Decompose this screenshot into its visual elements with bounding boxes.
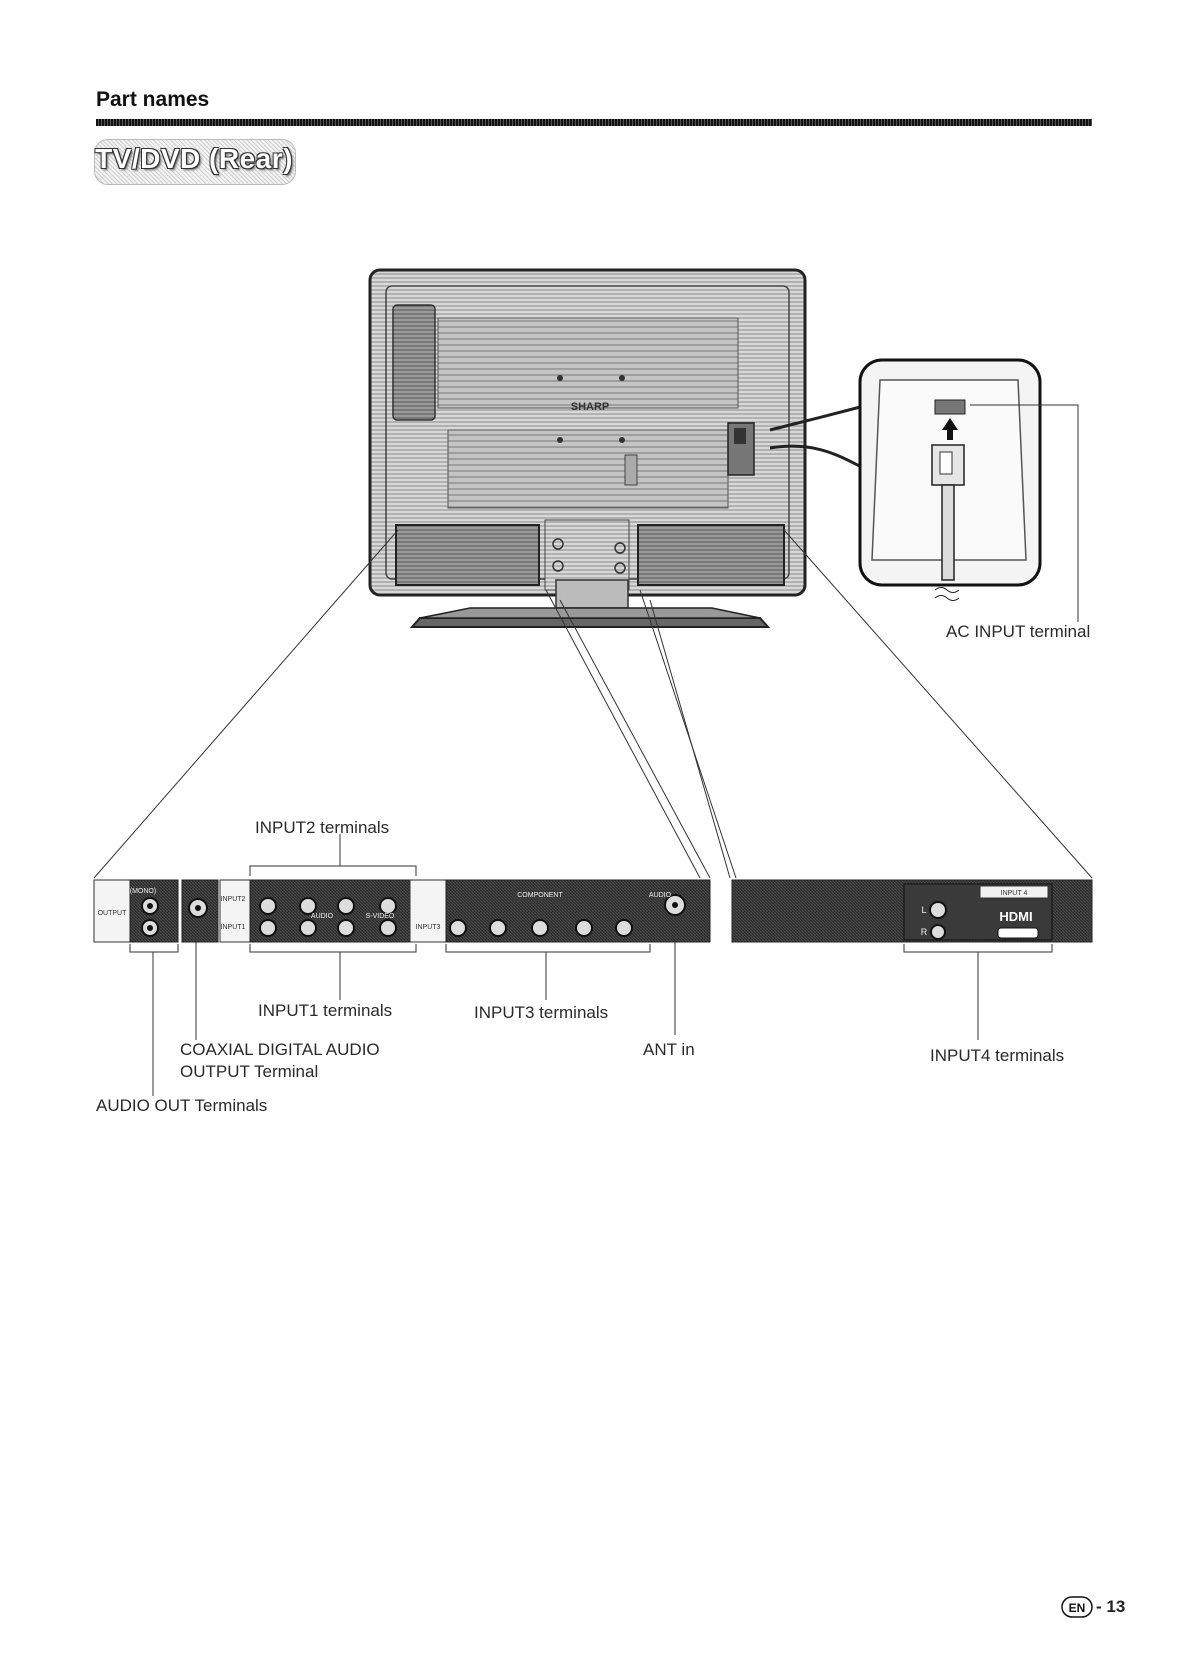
component-label: COMPONENT	[517, 892, 563, 899]
title-badge	[94, 139, 296, 185]
coaxial-digital-audio-label: COAXIAL DIGITAL AUDIO	[180, 1040, 380, 1059]
language-badge-text: EN	[1069, 1601, 1086, 1615]
input4-l-label: L	[921, 905, 926, 915]
input3-terminals-label: INPUT3 terminals	[474, 1003, 609, 1022]
ac-input-inset	[769, 358, 1042, 601]
input3-audio-label: AUDIO	[649, 892, 672, 899]
heading-divider	[96, 119, 1092, 126]
input4-panel-label: INPUT 4	[1001, 890, 1028, 897]
s-video-label: S-VIDEO	[366, 913, 395, 920]
audio-out-terminals-label: AUDIO OUT Terminals	[96, 1096, 268, 1115]
title-badge-text: TV/DVD (Rear)	[95, 143, 293, 174]
left-terminal-panel: OUTPUT (MONO) INPUT2 INPUT1 INPUT3 COMPO…	[93, 879, 711, 943]
input2-terminals-label: INPUT2 terminals	[255, 818, 390, 837]
hdmi-logo: HDMI	[999, 909, 1032, 924]
ac-input-terminal-label: AC INPUT terminal	[946, 622, 1091, 641]
input-audio-label: AUDIO	[311, 913, 334, 920]
audio-out-mono-label: (MONO)	[130, 888, 156, 895]
input1-terminals-label: INPUT1 terminals	[258, 1001, 393, 1020]
ant-in-label: ANT in	[643, 1040, 695, 1059]
section-title: Part names	[96, 88, 210, 111]
tv-stand	[409, 579, 771, 628]
output-label: OUTPUT	[98, 910, 128, 917]
brand-logo: SHARP	[571, 401, 610, 413]
page-number: - 13	[1096, 1597, 1126, 1616]
input1-panel-label: INPUT1	[221, 924, 246, 931]
input3-panel-label: INPUT3	[416, 924, 441, 931]
input2-panel-label: INPUT2	[221, 896, 246, 903]
coaxial-output-terminal-label: OUTPUT Terminal	[180, 1062, 319, 1081]
input4-r-label: R	[921, 927, 928, 937]
language-badge	[1061, 1596, 1093, 1618]
input4-terminals-label: INPUT4 terminals	[930, 1046, 1065, 1065]
right-terminal-panel: INPUT 4 HDMI L R	[731, 879, 1093, 943]
tv-rear-body: SHARP	[368, 268, 807, 597]
leader-lines	[93, 404, 1093, 1096]
